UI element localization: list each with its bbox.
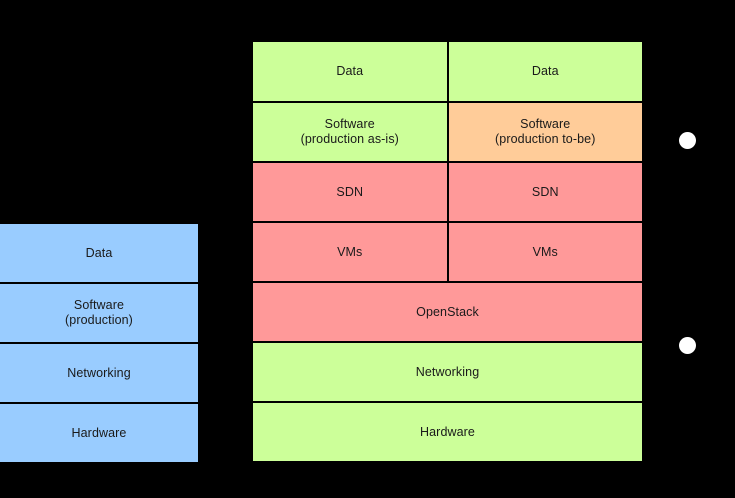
stack-row-networking: Networking xyxy=(252,342,643,402)
layer-vms-as-is[interactable]: VMs xyxy=(252,222,448,282)
layer-sdn-to-be[interactable]: SDN xyxy=(447,162,643,222)
layer-hardware[interactable]: Hardware xyxy=(0,403,199,463)
target-state-stack: Data Data Software (production as-is) So… xyxy=(252,41,643,462)
layer-networking[interactable]: Networking xyxy=(252,342,643,402)
current-state-stack: Data Software (production) Networking Ha… xyxy=(0,223,199,463)
layer-software-production[interactable]: Software (production) xyxy=(0,283,199,343)
layer-openstack[interactable]: OpenStack xyxy=(252,282,643,342)
marker-dot-lower-icon xyxy=(679,337,696,354)
layer-data-to-be[interactable]: Data xyxy=(447,41,643,102)
stack-row: Hardware xyxy=(0,403,199,463)
layer-data-as-is[interactable]: Data xyxy=(252,41,448,102)
stack-row: Networking xyxy=(0,343,199,403)
stack-row-openstack: OpenStack xyxy=(252,282,643,342)
layer-hardware[interactable]: Hardware xyxy=(252,402,643,462)
stack-row-vms: VMs VMs xyxy=(252,222,643,282)
layer-data[interactable]: Data xyxy=(0,223,199,283)
marker-dot-upper-icon xyxy=(679,132,696,149)
stack-row-hardware: Hardware xyxy=(252,402,643,462)
stack-row-software: Software (production as-is) Software (pr… xyxy=(252,102,643,162)
layer-vms-to-be[interactable]: VMs xyxy=(447,222,643,282)
stack-row: Data xyxy=(0,223,199,283)
stack-row-sdn: SDN SDN xyxy=(252,162,643,222)
layer-networking[interactable]: Networking xyxy=(0,343,199,403)
layer-sdn-as-is[interactable]: SDN xyxy=(252,162,448,222)
stack-row-data: Data Data xyxy=(252,41,643,102)
layer-software-production-as-is[interactable]: Software (production as-is) xyxy=(252,102,448,162)
layer-software-production-to-be[interactable]: Software (production to-be) xyxy=(447,102,643,162)
stack-row: Software (production) xyxy=(0,283,199,343)
